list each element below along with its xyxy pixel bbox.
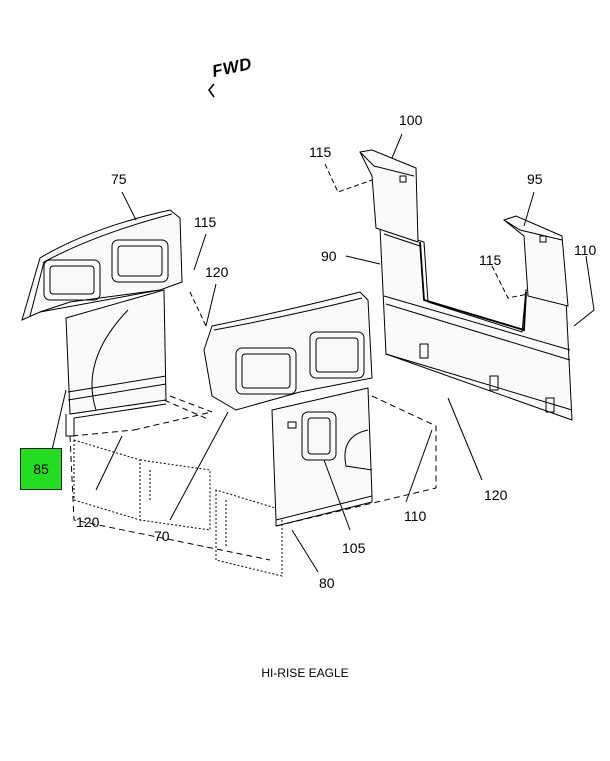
callout-120[interactable]: 120 xyxy=(484,487,508,503)
window-105 xyxy=(301,411,337,461)
panel-70 xyxy=(203,291,373,411)
callout-105[interactable]: 105 xyxy=(342,540,366,556)
panel-90 xyxy=(379,227,573,421)
leader-lines xyxy=(51,133,595,573)
callout-85-highlighted[interactable]: 85 xyxy=(20,448,62,490)
callout-110[interactable]: 110 xyxy=(404,508,427,524)
fwd-arrow-icon xyxy=(207,83,215,98)
panel-100 xyxy=(359,149,419,243)
floor-cabinets xyxy=(73,439,283,577)
callout-115[interactable]: 115 xyxy=(479,252,502,268)
callout-80[interactable]: 80 xyxy=(319,575,335,591)
callout-120[interactable]: 120 xyxy=(76,514,100,530)
callout-110[interactable]: 110 xyxy=(574,242,597,258)
callout-100[interactable]: 100 xyxy=(399,112,423,128)
panel-95 xyxy=(502,215,569,307)
callout-90[interactable]: 90 xyxy=(321,248,337,264)
panel-85 xyxy=(65,289,167,437)
callout-70[interactable]: 70 xyxy=(154,528,170,544)
panel-75 xyxy=(21,209,183,321)
floor-outline-right xyxy=(133,395,437,527)
floor-outline-left xyxy=(69,399,271,561)
callout-75[interactable]: 75 xyxy=(111,171,127,187)
callout-120[interactable]: 120 xyxy=(205,264,229,280)
panel-80 xyxy=(271,387,373,527)
diagram-caption: HI-RISE EAGLE xyxy=(261,666,349,680)
callout-95[interactable]: 95 xyxy=(527,171,543,187)
callout-115[interactable]: 115 xyxy=(194,214,217,230)
callout-115[interactable]: 115 xyxy=(309,144,332,160)
